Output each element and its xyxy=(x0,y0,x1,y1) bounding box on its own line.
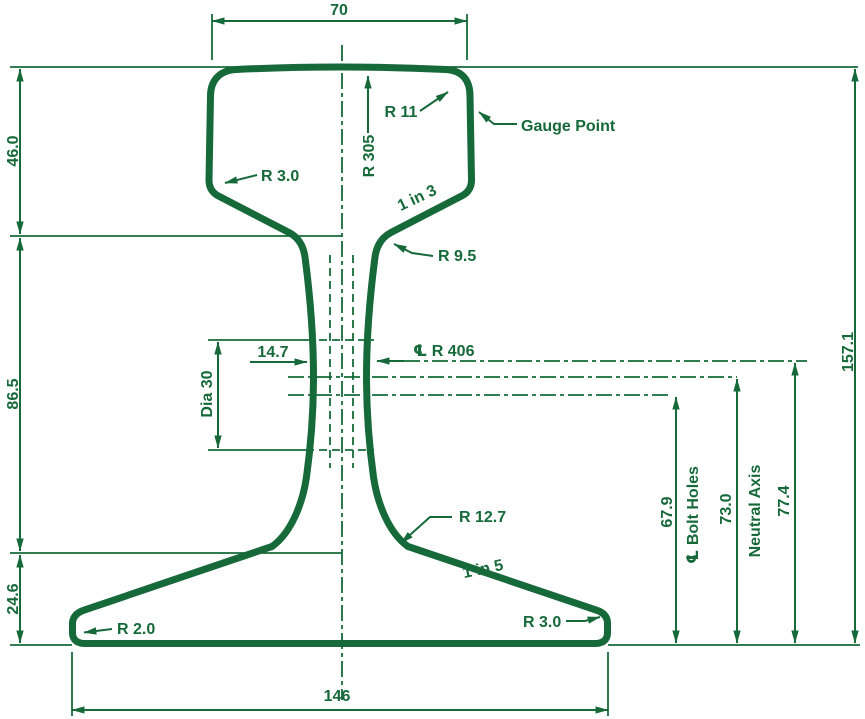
hidden-lines xyxy=(306,255,374,468)
leader-gauge-point xyxy=(478,111,517,125)
foot-depth-label: 24.6 xyxy=(5,583,22,614)
foot-edge-radius-label: R 3.0 xyxy=(523,614,561,631)
foot-width-label: 146 xyxy=(324,688,351,705)
leader-lines xyxy=(83,91,601,635)
bolt-hole-height-label: 67.9 xyxy=(659,496,676,527)
leader-foot-toe-radius xyxy=(83,627,113,635)
head-width-label: 70 xyxy=(330,2,348,19)
head-depth-label: 46.0 xyxy=(5,135,22,166)
web-thickness-label: 14.7 xyxy=(257,344,288,361)
bolt-holes-label: ℄ Bolt Holes xyxy=(685,466,702,564)
neutral-axis-label: Neutral Axis xyxy=(747,465,764,558)
head-side-radius-label: R 3.0 xyxy=(261,168,299,185)
head-top-radius-label: R 305 xyxy=(361,135,378,178)
web-depth-label: 86.5 xyxy=(5,378,22,409)
foot-toe-radius-label: R 2.0 xyxy=(117,621,155,638)
rail-outline xyxy=(69,63,611,647)
leader-head-corner-radius xyxy=(419,91,449,112)
gauge-point-label: Gauge Point xyxy=(521,118,616,135)
leader-head-side-radius xyxy=(224,174,258,184)
web-radius-height-label: 77.4 xyxy=(776,485,793,516)
neutral-axis-height-label: 73.0 xyxy=(718,493,735,524)
leader-web-foot-fillet xyxy=(400,516,452,544)
labels: 70 46.0 86.5 24.6 157.1 146 R 305 R 11 G… xyxy=(5,2,857,705)
dimension-lines xyxy=(16,17,859,714)
leader-head-web-fillet xyxy=(393,243,434,257)
web-radius-label: ℄ R 406 xyxy=(413,343,475,360)
centerlines xyxy=(288,45,807,700)
leader-foot-edge-radius xyxy=(566,616,601,624)
bolt-hole-diameter-label: Dia 30 xyxy=(199,370,216,417)
extension-lines xyxy=(10,14,860,716)
web-foot-fillet-label: R 12.7 xyxy=(459,509,506,526)
head-web-fillet-label: R 9.5 xyxy=(438,248,476,265)
total-height-label: 157.1 xyxy=(840,332,857,372)
head-corner-radius-label: R 11 xyxy=(385,104,418,121)
